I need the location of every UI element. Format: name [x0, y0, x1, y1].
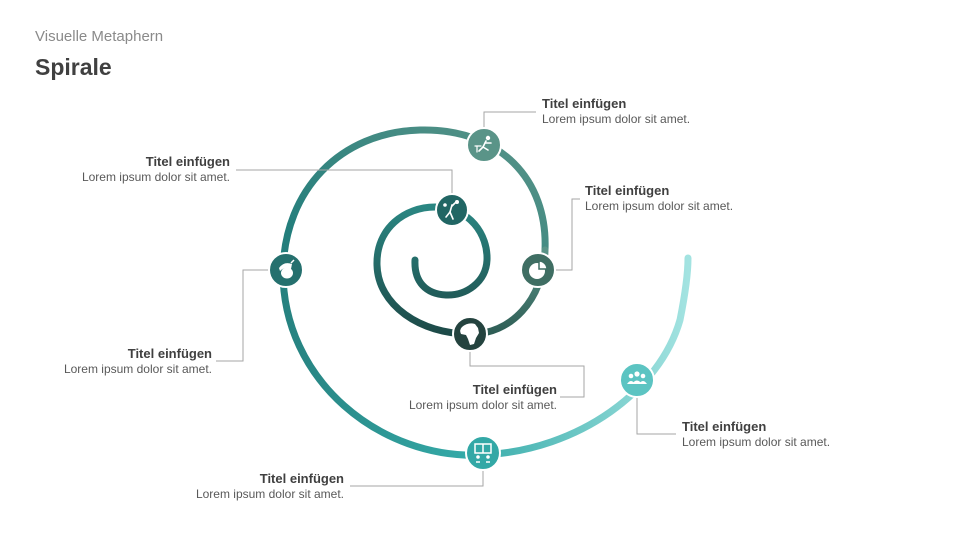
slide-subtitle: Visuelle Metaphern [35, 28, 164, 45]
label-text-6: Lorem ipsum dolor sit amet. [682, 435, 831, 449]
label-group-3: Titel einfügen Lorem ipsum dolor sit ame… [82, 154, 230, 185]
basketball-player-icon [443, 200, 459, 220]
label-group-4: Titel einfügen Lorem ipsum dolor sit ame… [64, 346, 212, 377]
spiral-arc-outer-bottom [279, 254, 692, 459]
acorn-icon [279, 259, 295, 279]
node-6 [619, 362, 655, 398]
label-group-2: Titel einfügen Lorem ipsum dolor sit ame… [585, 183, 733, 214]
label-title-1: Titel einfügen [542, 96, 627, 111]
label-text-7: Lorem ipsum dolor sit amet. [195, 487, 344, 501]
label-group-7: Titel einfügen Lorem ipsum dolor sit ame… [196, 471, 344, 502]
spiral-arc-outer-top [279, 126, 549, 274]
label-title-6: Titel einfügen [682, 419, 767, 434]
pie-chart-icon [529, 260, 548, 279]
label-title-4: Titel einfügen [127, 346, 212, 361]
node-7 [465, 435, 501, 471]
label-title-3: Titel einfügen [145, 154, 230, 169]
connector-line-3 [236, 169, 453, 208]
connector-line-4 [216, 269, 286, 362]
label-text-4: Lorem ipsum dolor sit amet. [63, 362, 212, 376]
label-title-5: Titel einfügen [472, 382, 557, 397]
africa-map-icon [460, 323, 479, 345]
label-group-5: Titel einfügen Lorem ipsum dolor sit ame… [409, 382, 557, 413]
label-text-1: Lorem ipsum dolor sit amet. [542, 112, 691, 126]
presentation-board-icon [474, 443, 492, 463]
connector-line-5 [469, 334, 585, 398]
label-text-2: Lorem ipsum dolor sit amet. [585, 199, 734, 213]
hurdle-runner-icon [474, 135, 492, 153]
node-3 [435, 193, 469, 227]
slide-title: Spirale [35, 54, 112, 80]
spiral-arc-inner [373, 203, 491, 338]
team-meeting-icon [627, 371, 647, 384]
label-text-3: Lorem ipsum dolor sit amet. [81, 170, 230, 184]
label-title-2: Titel einfügen [585, 183, 670, 198]
label-group-1: Titel einfügen Lorem ipsum dolor sit ame… [542, 96, 690, 127]
label-group-6: Titel einfügen Lorem ipsum dolor sit ame… [682, 419, 830, 450]
node-5 [452, 316, 488, 352]
node-2 [520, 252, 556, 288]
node-1 [466, 127, 502, 163]
label-title-7: Titel einfügen [259, 471, 344, 486]
label-text-5: Lorem ipsum dolor sit amet. [408, 398, 557, 412]
node-4 [268, 252, 304, 288]
